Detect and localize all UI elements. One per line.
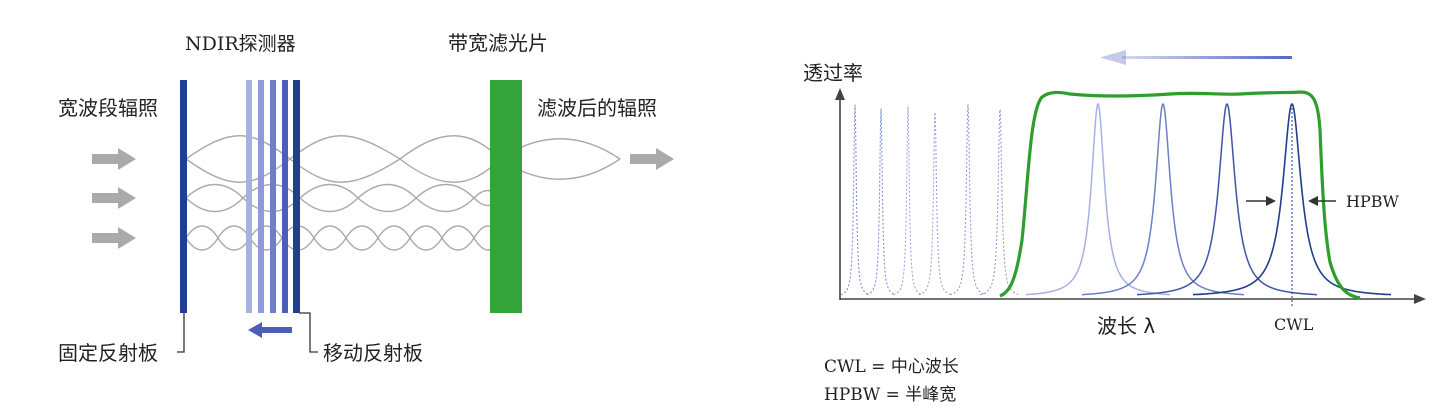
hpbw-definition: HPBW = 半峰宽: [824, 385, 956, 405]
fixed-reflector: [180, 80, 187, 313]
passband-curve: [999, 90, 1361, 300]
transmission-peak: [1082, 102, 1244, 296]
outgoing-arrow: [630, 148, 674, 170]
transmission-peak: [949, 103, 987, 296]
transmission-peak: [893, 106, 923, 296]
transmission-peaks: [840, 102, 1391, 296]
detector-label: NDIR探测器: [185, 33, 296, 55]
cwl-tick-label: CWL: [1274, 315, 1314, 334]
hpbw-label: HPBW: [1346, 192, 1399, 211]
broadband-label: 宽波段辐照: [58, 96, 158, 120]
transmission-peak: [1137, 102, 1317, 296]
hpbw-right-arrow: [1308, 196, 1336, 206]
left-diagram: NDIR探测器 带宽滤光片 宽波段辐照 滤波后的辐照: [58, 31, 674, 365]
move-direction-arrow: [248, 322, 292, 338]
hpbw-left-arrow: [1246, 196, 1276, 206]
transmission-peak: [980, 109, 1020, 296]
moving-reflector: [246, 80, 300, 313]
filter-label: 带宽滤光片: [448, 31, 548, 55]
bandpass-filter: [490, 80, 522, 313]
incoming-arrow: [92, 187, 136, 209]
transmission-chart: 透过率 HPBW 波长 λ CWL CWL = 中心波长 HPBW = 半峰宽: [803, 50, 1426, 405]
shift-direction-arrow: [1100, 50, 1292, 65]
incoming-arrow: [92, 227, 136, 249]
y-axis-arrowhead: [835, 88, 845, 100]
fixed-reflector-leader: [177, 313, 185, 353]
transmission-peak: [840, 104, 870, 296]
fixed-reflector-label: 固定反射板: [58, 341, 158, 365]
moving-reflector-leader: [299, 312, 318, 353]
x-axis-label: 波长 λ: [1097, 314, 1155, 338]
transmission-peak: [918, 112, 952, 296]
transmission-peak: [1026, 102, 1170, 296]
filtered-label: 滤波后的辐照: [537, 96, 657, 120]
x-axis-arrowhead: [1414, 294, 1426, 304]
transmission-peak: [866, 108, 896, 296]
moving-reflector-label: 移动反射板: [323, 341, 423, 365]
cwl-definition: CWL = 中心波长: [824, 357, 959, 377]
y-axis-label: 透过率: [803, 61, 863, 85]
incoming-arrow: [92, 148, 136, 170]
